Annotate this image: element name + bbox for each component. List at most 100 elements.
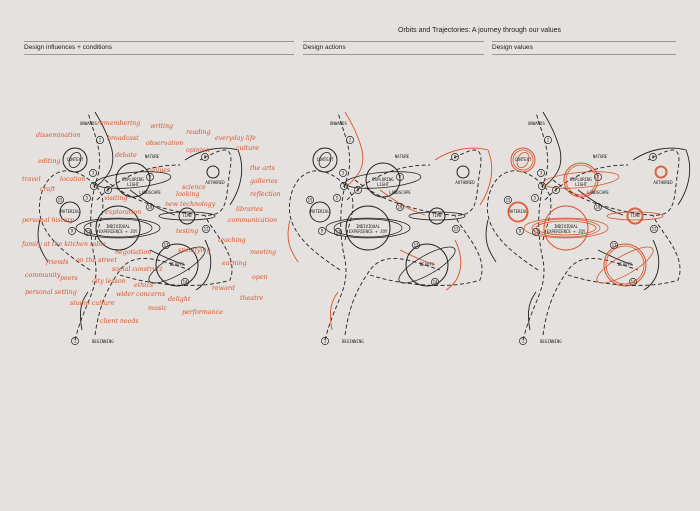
time-planet xyxy=(428,207,446,225)
step-number: 9 xyxy=(71,229,74,234)
step-marker xyxy=(84,228,92,236)
step-number: 5 xyxy=(336,196,339,201)
individual-planet xyxy=(345,205,391,251)
influence-word: galleries xyxy=(250,178,278,185)
influence-word: libraries xyxy=(236,206,264,213)
exploring-orbit xyxy=(542,171,620,189)
exploring-orbit xyxy=(94,171,172,189)
step-marker xyxy=(649,153,657,161)
step-number: 3 xyxy=(92,171,95,176)
influence-word: communication xyxy=(228,217,277,224)
influence-word: specifying xyxy=(178,247,211,254)
value-highlight xyxy=(565,164,597,196)
influence-word: ethics xyxy=(134,282,154,289)
trajectory-path xyxy=(344,258,441,336)
step-marker xyxy=(334,228,342,236)
influence-word: performance xyxy=(182,309,223,316)
influence-word: remembering xyxy=(97,120,140,127)
beauty-label: BEAUTY xyxy=(170,262,185,267)
step-marker xyxy=(340,182,348,190)
landscape-label: LANDSCAPE xyxy=(389,190,411,195)
individual-orbit xyxy=(523,217,609,239)
step-number: 11 xyxy=(336,230,341,235)
nature-label: NATURE xyxy=(395,154,410,159)
step-number: 4 xyxy=(343,184,346,189)
trajectory-path xyxy=(354,149,482,216)
step-marker xyxy=(452,225,460,233)
step-marker xyxy=(552,186,560,194)
material-planet xyxy=(309,201,331,223)
material-label: MATERIAL xyxy=(60,209,80,214)
influence-word: theatre xyxy=(240,295,264,302)
step-number: 5 xyxy=(86,196,89,201)
authored-label: AUTHORED xyxy=(205,180,225,185)
trajectory-path xyxy=(38,170,104,271)
step-number: 6 xyxy=(555,188,558,193)
step-number: 10 xyxy=(398,205,403,210)
step-number: 5 xyxy=(534,196,537,201)
step-marker xyxy=(396,173,404,181)
step-marker xyxy=(396,203,404,211)
step-marker xyxy=(544,136,552,144)
step-number: 1 xyxy=(74,339,77,344)
trajectory-arrow xyxy=(577,189,624,216)
step-number: 3 xyxy=(540,171,543,176)
step-marker xyxy=(56,196,64,204)
section-header-actions: Design actions xyxy=(303,41,484,55)
beauty-orbit xyxy=(398,246,456,284)
step-marker xyxy=(71,337,79,345)
influence-word: editing xyxy=(38,158,60,165)
individual-orbit-inner xyxy=(83,218,153,238)
step-marker xyxy=(594,203,602,211)
step-number: 4 xyxy=(541,184,544,189)
beginning-label: BEGINNING xyxy=(540,339,562,344)
step-number: 2 xyxy=(547,138,550,143)
step-number: 2 xyxy=(349,138,352,143)
exploring-label: EXPLORING xyxy=(570,177,592,182)
trajectory-arrow xyxy=(129,189,176,216)
time-orbit xyxy=(158,211,216,221)
exploring-label-line2: LIGHT xyxy=(377,182,390,187)
influence-word: values xyxy=(150,167,171,174)
trajectory-arrow xyxy=(184,147,243,206)
step-marker xyxy=(594,173,602,181)
step-marker xyxy=(516,227,524,235)
context-orbit xyxy=(318,151,332,169)
influence-word: community xyxy=(25,272,61,279)
step-marker xyxy=(162,241,170,249)
step-marker xyxy=(83,194,91,202)
step-marker xyxy=(354,186,362,194)
step-number: 14 xyxy=(183,280,188,285)
context-orbit xyxy=(516,151,530,169)
influence-word: wider concerns xyxy=(116,291,166,298)
individual-orbit xyxy=(75,217,161,239)
step-number: 15 xyxy=(308,198,313,203)
trajectory-path xyxy=(324,111,351,341)
step-number: 12 xyxy=(204,227,209,232)
influence-word: new technology xyxy=(165,201,216,208)
step-marker xyxy=(90,182,98,190)
nature-label: NATURE xyxy=(145,154,160,159)
step-marker xyxy=(181,278,189,286)
context-label: CONTEXT xyxy=(67,157,84,162)
trajectory-arrow xyxy=(597,249,634,266)
beauty-label: BEAUTY xyxy=(618,262,633,267)
influence-word: personal history xyxy=(22,217,74,224)
trajectory-arrow xyxy=(287,219,299,263)
context-planet xyxy=(312,147,338,173)
influence-word: client needs xyxy=(100,318,139,325)
trajectory-arrow xyxy=(379,189,426,216)
step-marker xyxy=(333,194,341,202)
step-marker xyxy=(538,182,546,190)
influence-word: writing xyxy=(150,123,173,130)
exploring-label-line2: LIGHT xyxy=(127,182,140,187)
context-orbit xyxy=(68,151,82,169)
individual-label-line2: EXPERIENCE + JOY xyxy=(99,229,138,234)
landscape-label: LANDSCAPE xyxy=(139,190,161,195)
value-highlight xyxy=(508,202,528,222)
influence-word: craft xyxy=(40,186,56,193)
step-number: 1 xyxy=(522,339,525,344)
trajectory-arrow xyxy=(542,111,562,186)
exploring-orbit xyxy=(344,171,422,189)
step-number: 6 xyxy=(357,188,360,193)
